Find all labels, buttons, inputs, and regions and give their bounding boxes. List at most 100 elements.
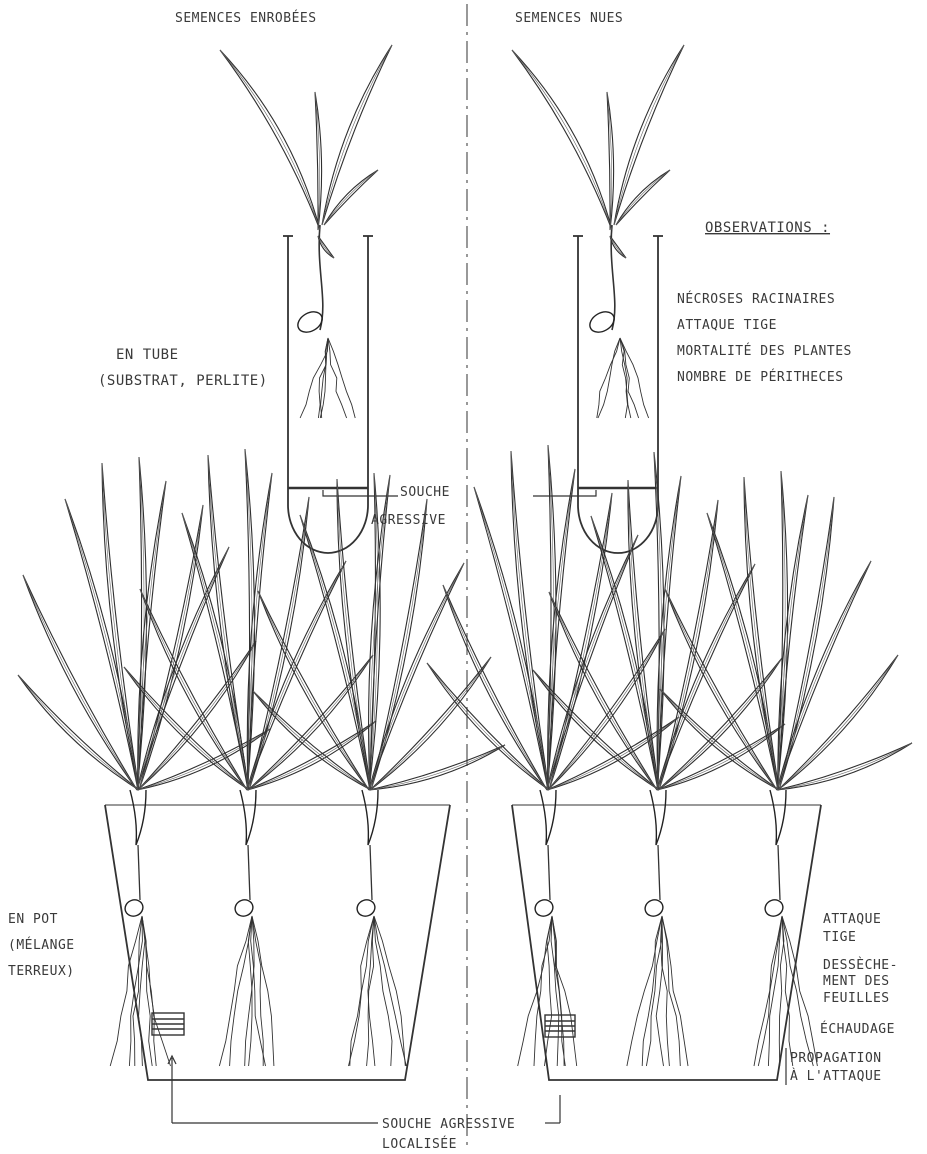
pot-strain-label-line2: LOCALISÉE (382, 1136, 457, 1152)
leaf (65, 499, 138, 790)
leaf (443, 585, 547, 790)
wheat-plant (427, 445, 679, 1066)
leaf-vein (337, 479, 371, 790)
leaf-vein (369, 563, 464, 790)
leaf-vein (138, 641, 256, 790)
pot-observation-line: À L'ATTAQUE (790, 1068, 882, 1084)
root (300, 338, 328, 418)
pot-observation-line: ÉCHAUDAGE (820, 1021, 895, 1037)
stem-base (240, 790, 256, 845)
leaf (610, 236, 626, 258)
leaf-vein (777, 743, 912, 790)
root (620, 338, 639, 418)
observation-item-plant-mortality: MORTALITÉ DES PLANTES (677, 343, 852, 359)
leaf-vein (744, 477, 779, 790)
leaf (511, 451, 549, 790)
leaf-vein (474, 487, 548, 790)
leaf (369, 745, 505, 790)
observation-item-root-necrosis: NÉCROSES RACINAIRES (677, 291, 835, 307)
observation-item-perithecia-count: NOMBRE DE PÉRITHECES (677, 369, 844, 385)
tube-strain-label-line1: SOUCHE (400, 485, 450, 500)
pot-strain-pointer (168, 1056, 560, 1123)
stem-base (540, 790, 556, 845)
leaf (315, 92, 322, 230)
leaf-vein (511, 451, 549, 790)
stem-base (650, 790, 666, 845)
leaf (474, 487, 548, 790)
root (328, 338, 347, 418)
leaf-vein (23, 575, 137, 790)
seed (123, 897, 145, 918)
leaf (549, 592, 657, 790)
pot-left (105, 805, 450, 1080)
stem-base (770, 790, 786, 845)
root (642, 916, 662, 1066)
leaf (369, 563, 464, 790)
stem (658, 845, 660, 900)
leaf-vein (549, 493, 612, 790)
leaf-vein (614, 45, 684, 225)
header-bare-seeds: SEMENCES NUES (515, 11, 623, 26)
stem (548, 845, 550, 900)
leaf (318, 236, 334, 258)
leaf-vein (369, 745, 505, 790)
stem (778, 845, 780, 900)
leaf (547, 445, 556, 790)
leaf (138, 641, 256, 790)
leaf-vein (549, 592, 657, 790)
pot-strain-block-left (152, 1013, 184, 1035)
pot-plants (18, 445, 912, 1066)
root (782, 916, 813, 1066)
stem (370, 845, 372, 900)
header-coated-seeds: SEMENCES ENROBÉES (175, 10, 317, 26)
tube-seedling-left (220, 45, 392, 418)
observation-item-stem-attack: ATTAQUE TIGE (677, 318, 777, 333)
tube-label-line1: EN TUBE (116, 347, 179, 363)
pot-observation-line: ATTAQUE (823, 912, 881, 927)
seed (763, 897, 785, 918)
pot-strain-label-line1: SOUCHE AGRESSIVE (382, 1117, 515, 1132)
seed (586, 308, 618, 337)
pot-observation-line: PROPAGATION (790, 1051, 882, 1066)
leaf-vein (220, 50, 320, 230)
pot-label-line3: TERREUX) (8, 964, 75, 979)
root (328, 338, 355, 418)
root (219, 916, 252, 1066)
pot-label-line1: EN POT (8, 912, 58, 927)
seed (355, 897, 377, 918)
leaf (549, 493, 612, 790)
tube-label-line2: (SUBSTRAT, PERLITE) (98, 373, 268, 389)
leaf (220, 50, 320, 230)
root (627, 916, 662, 1066)
seed (233, 897, 255, 918)
stem-base (130, 790, 146, 845)
pot-label-line2: (MÉLANGE (8, 937, 75, 953)
leaf (777, 561, 871, 790)
root (758, 916, 782, 1066)
observations-title: OBSERVATIONS : (705, 220, 830, 236)
pot-observation-line: MENT DES (823, 974, 890, 989)
root (754, 916, 782, 1066)
seed (533, 897, 555, 918)
leaf (337, 479, 371, 790)
leaf (654, 452, 664, 790)
leaf-vein (777, 561, 871, 790)
root (245, 916, 254, 1066)
test-tube-left (283, 236, 373, 553)
pot-strain-block-right (545, 1015, 575, 1037)
stem (248, 845, 250, 900)
test-tube-right (573, 236, 663, 553)
leaf (614, 45, 684, 225)
pot-observation-line: TIGE (823, 930, 856, 945)
pot-observation-line: DESSÈCHE- (823, 957, 898, 973)
root (374, 916, 406, 1066)
leaf-vein (443, 585, 547, 790)
root (597, 338, 620, 418)
leaf (607, 92, 614, 230)
seed (643, 897, 665, 918)
pot-observation-line: FEUILLES (823, 991, 890, 1006)
pot-observations: ATTAQUE TIGE DESSÈCHE- MENT DES FEUILLES… (790, 912, 898, 1084)
seed (294, 308, 326, 337)
root (768, 916, 782, 1066)
